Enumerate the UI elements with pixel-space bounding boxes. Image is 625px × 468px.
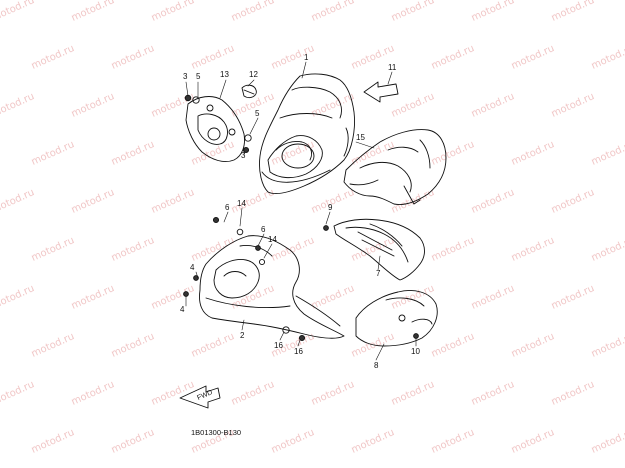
part-inner-panel [343, 129, 447, 205]
part-lower-inner-panel [333, 218, 425, 281]
callout-8: 8 [374, 361, 379, 370]
leader-lines [185, 61, 417, 361]
callout-1: 1 [304, 53, 309, 62]
callout-3-lower: 3 [241, 151, 246, 160]
callout-3-upper: 3 [183, 72, 188, 81]
callout-12: 12 [249, 70, 258, 79]
callout-14-lower: 14 [268, 235, 277, 244]
callout-10: 10 [411, 347, 420, 356]
callout-4-upper: 4 [190, 263, 195, 272]
callout-5-upper: 5 [196, 72, 201, 81]
callout-15: 15 [356, 133, 365, 142]
part-fasteners-lower [183, 216, 419, 342]
part-side-cover [355, 290, 438, 347]
callout-4-lower: 4 [180, 305, 185, 314]
fwd-arrow-icon [179, 385, 221, 409]
callout-13: 13 [220, 70, 229, 79]
callout-5-lower: 5 [255, 109, 260, 118]
callout-14-upper: 14 [237, 199, 246, 208]
part-front-lower-cover [199, 235, 345, 339]
callout-6-upper: 6 [225, 203, 230, 212]
part-front-cover [259, 73, 355, 195]
figure-code: 1B01300-B130 [191, 428, 242, 437]
callout-2: 2 [240, 331, 245, 340]
part-direction-arrow [363, 81, 399, 103]
part-bracket [185, 96, 245, 163]
callout-16-right: 16 [294, 347, 303, 356]
callout-9: 9 [328, 203, 333, 212]
callout-6-lower: 6 [261, 225, 266, 234]
callout-16-left: 16 [274, 341, 283, 350]
part-bolts-upper [184, 84, 257, 154]
callout-7: 7 [376, 269, 381, 278]
callout-11: 11 [388, 63, 397, 72]
